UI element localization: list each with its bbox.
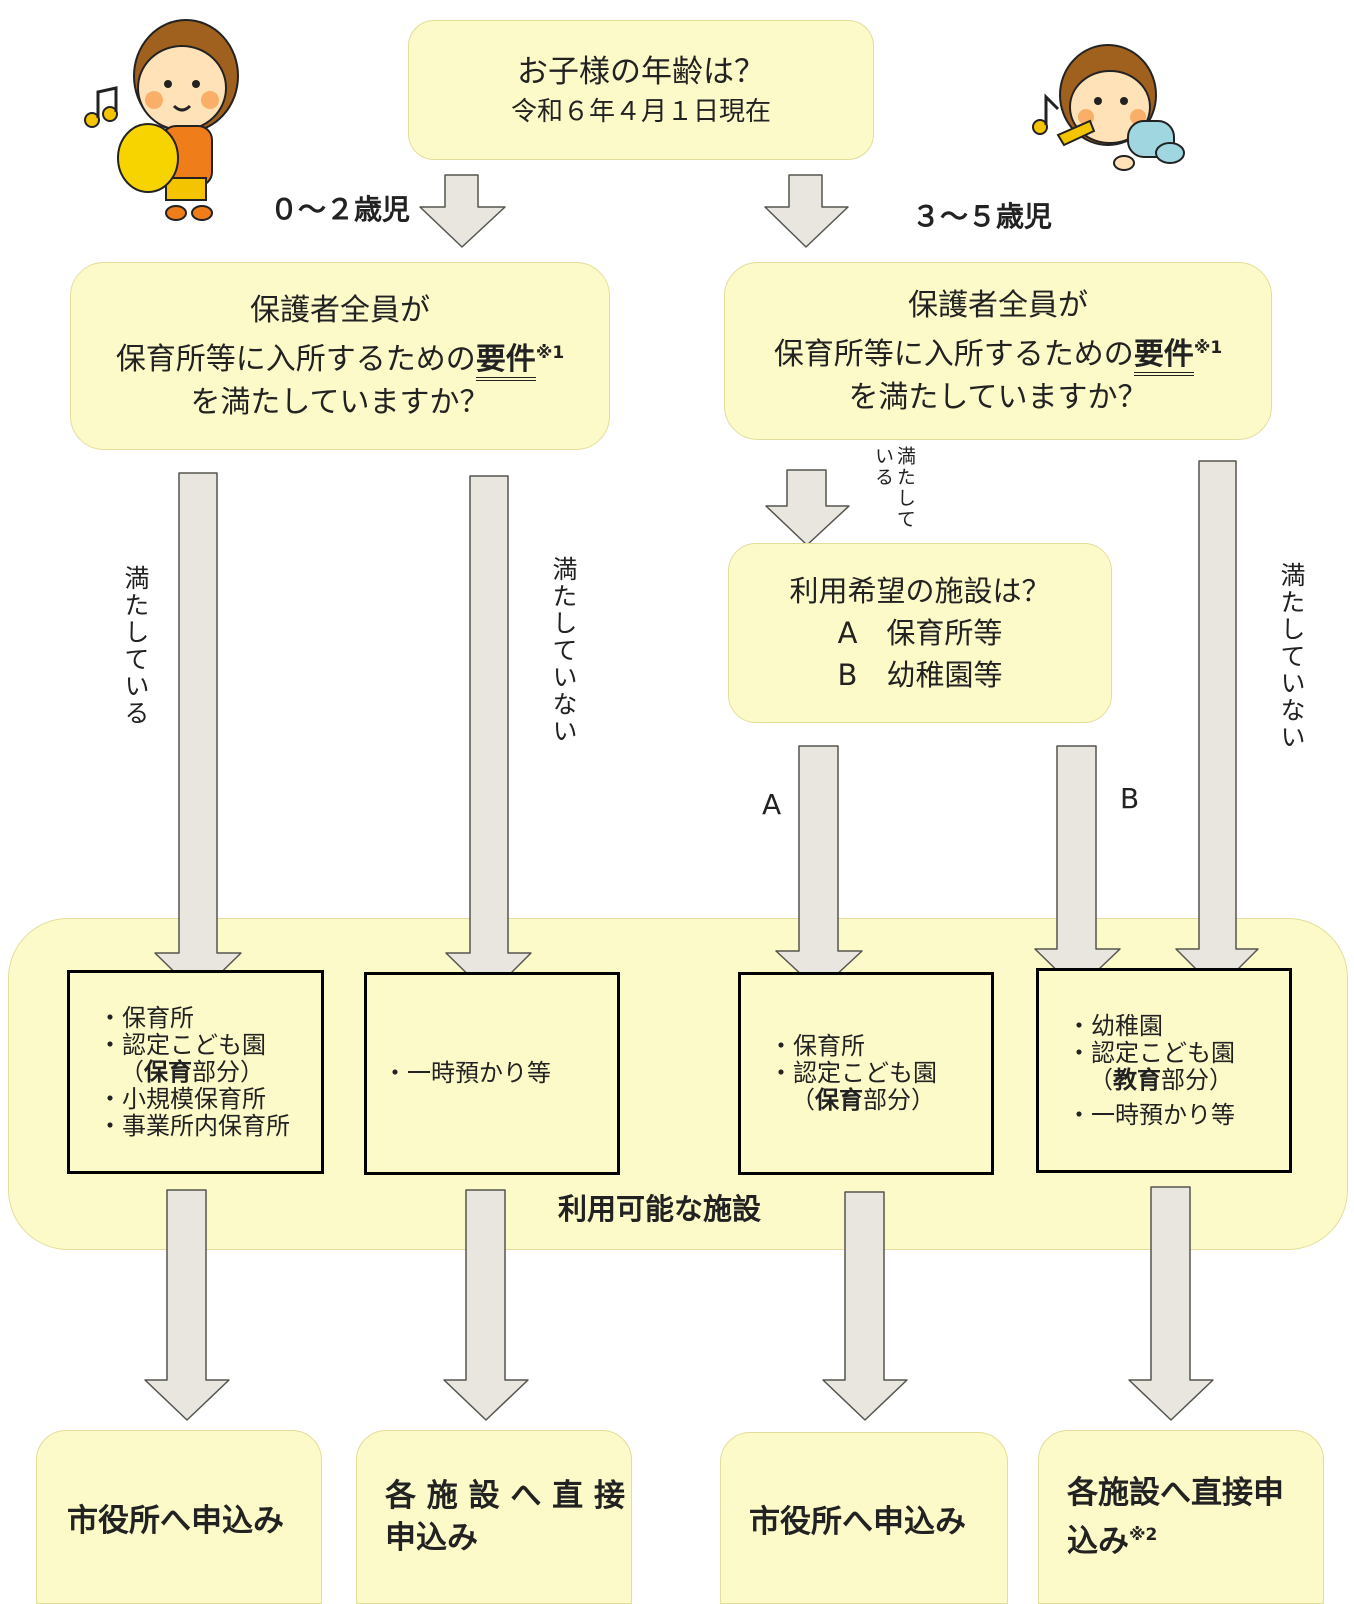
facility-item: ・認定こども園 (1067, 1038, 1235, 1067)
apply-facility-direct-2: 各施設へ直接申 込み※2 (1038, 1430, 1324, 1604)
facility-item: ・一時預かり等 (383, 1059, 551, 1087)
arrow-bottom-1 (144, 1189, 230, 1421)
label-not-satisfied-left: 満たしていない (549, 556, 578, 745)
facility-item: ・保育所 (769, 1032, 865, 1060)
facility-item-rest: 部分） (1161, 1065, 1233, 1094)
requirement-line3: を満たしていますか？ (848, 379, 1148, 415)
music-note-icon (84, 86, 118, 128)
arrow-left-satisfied (154, 472, 242, 996)
facility-item: ・幼稚園 (1067, 1011, 1163, 1040)
arrow-bottom-4 (1128, 1186, 1214, 1421)
age-label-0-2: ０～２歳児 (270, 193, 411, 226)
facility-emphasis: 教育 (1113, 1065, 1161, 1094)
arrow-option-a (775, 745, 863, 992)
age-question-box: お子様の年齢は？ 令和６年４月１日現在 (408, 20, 874, 160)
requirement-line2-prefix: 保育所等に入所するための (773, 336, 1134, 372)
facility-box-2: ・一時預かり等 (364, 972, 620, 1175)
paren: （ (1089, 1065, 1113, 1094)
requirement-question-right: 保護者全員が 保育所等に入所するための要件※1 を満たしていますか？ (724, 262, 1272, 440)
age-label-3-5: ３～５歳児 (912, 200, 1053, 233)
apply-label: 申込み (385, 1520, 478, 1556)
facility-box-4: ・幼稚園 ・認定こども園 （教育部分） ・一時預かり等 (1036, 968, 1292, 1173)
facility-emphasis: 保育 (815, 1086, 863, 1114)
choice-option-b: B 幼稚園等 (837, 658, 1003, 692)
facility-item: （保育部分） (98, 1057, 321, 1086)
requirement-line2: 保育所等に入所するための要件※1 (725, 327, 1271, 376)
apply-city-office-1: 市役所へ申込み (36, 1430, 322, 1604)
facility-item: ・小規模保育所 (98, 1084, 266, 1113)
requirement-keyword: 要件 (475, 341, 536, 381)
arrow-bottom-2 (443, 1189, 529, 1421)
apply-label: 各 施 設 へ 直 接 (385, 1478, 625, 1514)
age-question-title: お子様の年齢は？ (517, 54, 765, 90)
available-facilities-title: 利用可能な施設 (558, 1192, 762, 1226)
apply-label-text: 込み (1067, 1523, 1129, 1560)
apply-note: ※2 (1129, 1524, 1158, 1545)
label-option-a: A (762, 788, 782, 821)
arrow-right-satisfied (765, 469, 850, 546)
facility-item-rest: 部分） (863, 1086, 935, 1114)
choice-option-a: A 保育所等 (837, 616, 1003, 650)
facility-choice-box: 利用希望の施設は？ A 保育所等 B 幼稚園等 (728, 543, 1112, 723)
child-trumpet-illustration (1032, 44, 1185, 171)
requirement-question-left: 保護者全員が 保育所等に入所するための要件※1 を満たしていますか？ (70, 262, 610, 450)
facility-box-1: ・保育所 ・認定こども園 （保育部分） ・小規模保育所 ・事業所内保育所 (67, 970, 324, 1174)
arrow-right-not-satisfied (1175, 460, 1259, 991)
requirement-line2-prefix: 保育所等に入所するための (115, 341, 476, 377)
requirement-keyword: 要件 (1133, 336, 1194, 376)
facility-item: ・一時預かり等 (1067, 1100, 1235, 1129)
facility-item: ・保育所 (98, 1003, 194, 1032)
facility-item-rest: 部分） (192, 1057, 264, 1086)
requirement-note: ※1 (535, 342, 565, 363)
facility-item: ・認定こども園 (769, 1059, 937, 1087)
facility-item: （教育部分） (1067, 1065, 1289, 1094)
requirement-line2: 保育所等に入所するための要件※1 (71, 332, 609, 381)
apply-label: 市役所へ申込み (749, 1503, 966, 1540)
arrow-bottom-3 (822, 1191, 908, 1421)
requirement-line3: を満たしていますか？ (190, 384, 490, 420)
requirement-line1: 保護者全員が (250, 292, 430, 328)
label-option-b: B (1120, 782, 1140, 815)
facility-item: （保育部分） (769, 1087, 991, 1114)
paren: （ (120, 1057, 144, 1086)
requirement-note: ※1 (1193, 337, 1223, 358)
label-not-satisfied-right: 満たしていない (1277, 562, 1306, 751)
arrow-top-right (764, 174, 849, 248)
apply-label: 各施設へ直接申 (1067, 1474, 1284, 1511)
requirement-line1: 保護者全員が (908, 287, 1088, 323)
label-satisfied-left: 満たしている (121, 565, 150, 727)
apply-label: 市役所へ申込み (67, 1502, 284, 1539)
choice-question: 利用希望の施設は？ (789, 574, 1051, 608)
arrow-option-b (1034, 745, 1121, 991)
apply-label: 込み※2 (1067, 1514, 1323, 1562)
arrow-top-left (419, 174, 506, 248)
facility-item: ・事業所内保育所 (98, 1111, 290, 1140)
reference-date: 令和６年４月１日現在 (510, 97, 771, 127)
apply-facility-direct-1: 各 施 設 へ 直 接 申込み (356, 1430, 632, 1604)
music-note-icon (1032, 93, 1060, 135)
facility-emphasis: 保育 (144, 1057, 192, 1086)
label-satisfied-right: 満たしている (872, 446, 916, 530)
facility-item: ・認定こども園 (98, 1030, 266, 1059)
apply-city-office-2: 市役所へ申込み (720, 1432, 1008, 1604)
child-cymbal-illustration (84, 19, 239, 221)
arrow-left-not-satisfied (445, 475, 532, 996)
facility-box-3: ・保育所 ・認定こども園 （保育部分） (738, 972, 994, 1175)
paren: （ (791, 1086, 815, 1114)
